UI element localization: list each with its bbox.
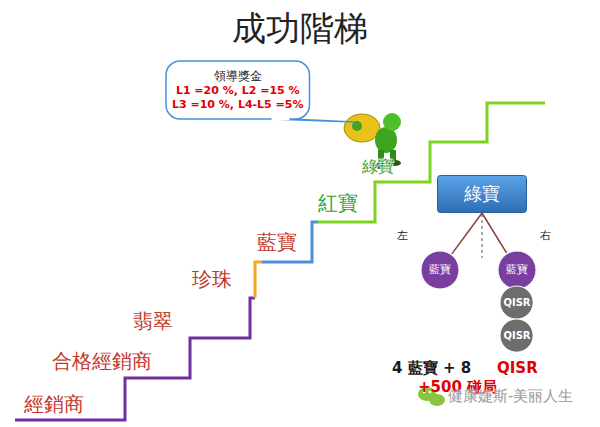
node-text: 藍寶 [429,263,451,277]
stair-green [318,103,545,222]
stair-purple [15,298,255,420]
requirement-text: 4 藍寶 + 8 [392,360,471,377]
side-label: 右 [540,230,551,242]
node-text: QISR [503,297,530,310]
rank-label: 紅寶 [318,192,358,214]
callout-bubble: 領導獎金L1 =20 %, L2 =15 %L3 =10 %, L4-L5 =5… [165,60,311,120]
stair-orange [255,262,262,298]
node-text: 綠寶 [464,183,500,206]
rank-label: 珍珠 [192,268,232,290]
node-text: L3 =10 %, L4-L5 =5% [172,98,304,112]
requirement-text: QISR [497,360,538,377]
tree-connector [452,213,482,254]
page-title: 成功階梯 [0,6,600,52]
rank-circle: 藍寶 [497,250,537,290]
rank-label: 藍寶 [257,231,297,253]
node-text: 領導獎金 [214,69,262,84]
rank-box: 綠寶 [437,175,527,213]
side-label: 左 [397,230,408,242]
qisr-circle: QISR [499,285,534,320]
rank-label: 經銷商 [24,393,84,415]
tree-connector [482,213,507,253]
node-text: 藍寶 [506,263,528,277]
rank-circle: 藍寶 [420,250,460,290]
node-text: QISR [503,330,530,343]
dashed-separator [482,214,483,258]
node-text: L1 =20 %, L2 =15 % [176,84,300,98]
watermark: 健康婕斯-美丽人生 [448,388,573,405]
qisr-circle: QISR [499,318,534,353]
rank-label: 合格經銷商 [52,350,152,372]
rank-label: 翡翠 [133,310,173,332]
rank-label: 綠寶 [362,158,394,176]
